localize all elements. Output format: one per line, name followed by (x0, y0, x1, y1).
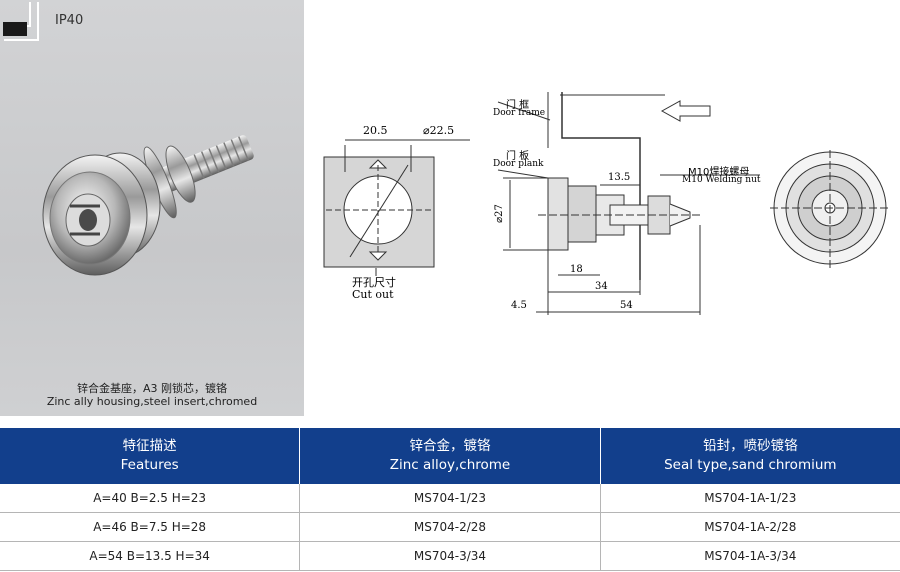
spec-table: 特征描述 Features 锌合金，镀铬 Zinc alloy,chrome 铅… (0, 428, 900, 571)
table-cell: MS704-1A-3/34 (600, 541, 900, 571)
table-row: A=54 B=13.5 H=34 MS704-3/34 MS704-1A-3/3… (0, 541, 900, 571)
lock-photo (42, 135, 254, 276)
cutout-label-cn: 开孔尺寸 (352, 276, 396, 289)
cutout-diameter-label: ⌀22.5 (423, 124, 455, 137)
nut-label-cn: M10焊接螺母 (688, 167, 750, 178)
ip-rating-label: IP40 (55, 13, 84, 28)
dim-diameter-27: ⌀27 (493, 204, 505, 223)
material-caption-cn: 锌合金基座，A3 刚锁芯，镀铬 (76, 382, 228, 395)
table-header-row: 特征描述 Features 锌合金，镀铬 Zinc alloy,chrome 铅… (0, 428, 900, 484)
door-frame-label-cn: 门 框 (506, 100, 530, 111)
table-cell: MS704-1A-1/23 (600, 484, 900, 513)
table-cell: MS704-2/28 (299, 512, 601, 542)
table-row: A=40 B=2.5 H=23 MS704-1/23 MS704-1A-1/23 (0, 484, 900, 513)
dim-18: 18 (570, 264, 583, 275)
dim-54: 54 (620, 300, 633, 311)
cutout-width-label: 20.5 (363, 124, 388, 137)
door-plank-label-cn: 门 板 (506, 151, 530, 162)
door-frame-label-en: Door frame (493, 108, 546, 118)
table-cell: MS704-1/23 (299, 484, 601, 513)
technical-drawing (323, 92, 890, 315)
table-cell: A=54 B=13.5 H=34 (0, 541, 301, 571)
ip-rating-icon (3, 2, 39, 41)
header-features: 特征描述 Features (0, 428, 301, 484)
table-cell: MS704-3/34 (299, 541, 601, 571)
table-cell: A=40 B=2.5 H=23 (0, 484, 301, 513)
header-seal-type: 铅封，喷砂镀铬 Seal type,sand chromium (600, 428, 900, 484)
cutout-drawing (323, 139, 470, 276)
cutout-label-en: Cut out (352, 288, 394, 301)
table-row: A=46 B=7.5 H=28 MS704-2/28 MS704-1A-2/28 (0, 512, 900, 542)
dim-4-5: 4.5 (511, 300, 527, 311)
product-photo-panel: IP40 (0, 0, 304, 416)
table-cell: MS704-1A-2/28 (600, 512, 900, 542)
door-plank-label-en: Door plank (493, 159, 544, 169)
material-caption-en: Zinc ally housing,steel insert,chromed (46, 395, 258, 408)
insert-direction-arrow (660, 100, 711, 122)
table-cell: A=46 B=7.5 H=28 (0, 512, 301, 542)
header-zinc-alloy: 锌合金，镀铬 Zinc alloy,chrome (299, 428, 601, 484)
nut-label-en: M10 Welding nut (682, 175, 761, 185)
dim-13-5: 13.5 (608, 172, 631, 183)
side-view-drawing (497, 92, 760, 315)
front-view-drawing (770, 150, 890, 268)
dim-34: 34 (595, 281, 608, 292)
